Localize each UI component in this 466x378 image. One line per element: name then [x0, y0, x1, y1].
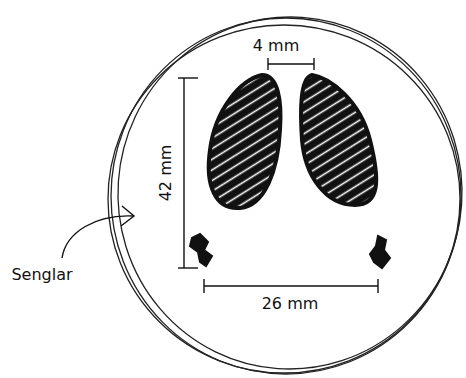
- outline-circle: [106, 5, 466, 378]
- dimension-label: 4 mm: [253, 38, 299, 54]
- dewclaw-prints: [190, 234, 390, 268]
- dimension-label: 26 mm: [262, 296, 319, 312]
- dimension-lines: [178, 58, 378, 293]
- toe-prints: [209, 75, 376, 208]
- species-label: Senglar: [11, 267, 72, 283]
- dimension-label: 42 mm: [158, 145, 174, 202]
- pointer-arrow: [62, 206, 134, 258]
